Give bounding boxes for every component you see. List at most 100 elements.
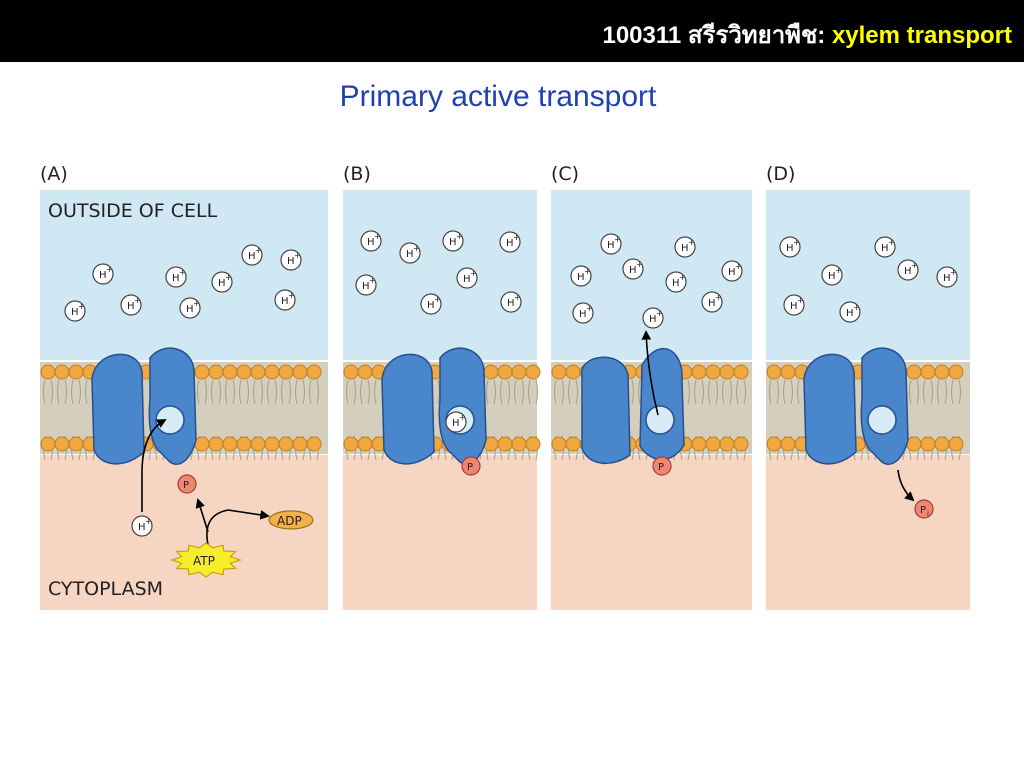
- proton-ion: H+: [897, 259, 919, 281]
- proton-ion: H+: [500, 291, 522, 313]
- svg-text:H: H: [786, 243, 794, 254]
- course-topic: xylem transport: [831, 22, 1012, 49]
- svg-text:H: H: [607, 240, 615, 251]
- panel-a: (A) OUTSIDE OF CELL CYTOPLASM: [40, 163, 328, 610]
- svg-text:+: +: [950, 268, 957, 277]
- phosphorylation-arrow: [195, 498, 209, 533]
- svg-text:+: +: [614, 235, 621, 244]
- svg-text:i: i: [927, 510, 929, 518]
- proton-ion: H+: [92, 263, 114, 285]
- proton-ion: H+: [131, 515, 153, 537]
- panel-b: (B): [343, 163, 537, 610]
- svg-text:+: +: [853, 303, 860, 312]
- svg-text:+: +: [793, 238, 800, 247]
- svg-text:H: H: [138, 522, 146, 533]
- svg-text:H: H: [71, 307, 79, 318]
- panel-label: (B): [343, 163, 371, 185]
- outside-region: [343, 190, 537, 360]
- proton-pump-protein: [803, 347, 909, 465]
- panel-label: (D): [766, 163, 795, 185]
- svg-text:H: H: [452, 418, 460, 429]
- course-code: 100311 สรีรวิทยาพืช:: [602, 22, 826, 49]
- svg-text:H: H: [672, 278, 680, 289]
- binding-pocket: [645, 405, 675, 435]
- svg-text:H: H: [828, 271, 836, 282]
- svg-text:+: +: [179, 268, 186, 277]
- svg-text:P: P: [658, 462, 664, 473]
- svg-text:P: P: [467, 462, 473, 473]
- svg-text:H: H: [881, 243, 889, 254]
- svg-text:P: P: [183, 480, 189, 491]
- svg-text:H: H: [943, 273, 951, 284]
- header-bar: 100311 สรีรวิทยาพืช: xylem transport: [0, 0, 1024, 62]
- proton-ion: H+: [420, 293, 442, 315]
- svg-text:+: +: [288, 291, 295, 300]
- proton-ion: H+: [674, 236, 696, 258]
- proton-ion: H+: [241, 244, 263, 266]
- svg-text:+: +: [456, 232, 463, 241]
- proton-ion: H+: [179, 297, 201, 319]
- proton-ion: H+: [572, 302, 594, 324]
- proton-ion: H+: [165, 266, 187, 288]
- svg-text:+: +: [679, 273, 686, 282]
- svg-text:H: H: [449, 237, 457, 248]
- svg-text:+: +: [106, 265, 113, 274]
- svg-text:H: H: [649, 314, 657, 325]
- svg-text:H: H: [218, 278, 226, 289]
- svg-text:+: +: [413, 244, 420, 253]
- svg-text:H: H: [728, 267, 736, 278]
- binding-pocket: [155, 405, 185, 435]
- svg-text:ATP: ATP: [193, 554, 215, 568]
- phosphate-group: P: [461, 456, 481, 476]
- proton-ion: H+: [721, 260, 743, 282]
- cytoplasm-region: [551, 455, 752, 610]
- proton-ion: H+: [64, 300, 86, 322]
- phosphate-group: P: [177, 474, 197, 494]
- svg-text:H: H: [172, 273, 180, 284]
- proton-ion: H+: [445, 411, 467, 433]
- atp-to-adp-arrow: [206, 509, 270, 546]
- proton-ion: H+: [442, 230, 464, 252]
- adp-molecule: ADP: [268, 510, 314, 530]
- proton-ion: H+: [821, 264, 843, 286]
- proton-ion: H+: [600, 233, 622, 255]
- svg-text:H: H: [904, 266, 912, 277]
- proton-ion: H+: [622, 258, 644, 280]
- svg-text:H: H: [506, 238, 514, 249]
- svg-text:+: +: [636, 260, 643, 269]
- proton-ion: H+: [779, 236, 801, 258]
- svg-text:H: H: [507, 298, 515, 309]
- svg-text:+: +: [459, 413, 466, 422]
- svg-text:+: +: [586, 304, 593, 313]
- proton-entry-arrow: [141, 419, 167, 512]
- panel-label: (C): [551, 163, 579, 185]
- cytoplasm-region: [343, 455, 537, 610]
- proton-ion: H+: [355, 274, 377, 296]
- svg-text:+: +: [911, 261, 918, 270]
- svg-text:H: H: [846, 308, 854, 319]
- svg-text:+: +: [715, 293, 722, 302]
- proton-ion: H+: [456, 267, 478, 289]
- proton-ion: H+: [839, 301, 861, 323]
- svg-text:+: +: [656, 309, 663, 318]
- proton-ion: H+: [665, 271, 687, 293]
- svg-text:H: H: [99, 270, 107, 281]
- svg-text:+: +: [584, 267, 591, 276]
- svg-text:+: +: [145, 517, 152, 526]
- panel-label: (A): [40, 163, 68, 185]
- proton-ion: H+: [701, 291, 723, 313]
- svg-text:+: +: [470, 269, 477, 278]
- svg-text:+: +: [835, 266, 842, 275]
- outside-region: [766, 190, 970, 360]
- proton-ion: H+: [499, 231, 521, 253]
- svg-text:+: +: [797, 296, 804, 305]
- svg-text:H: H: [629, 265, 637, 276]
- svg-text:+: +: [735, 262, 742, 271]
- phosphate-release-arrow: [897, 469, 915, 502]
- proton-ion: H+: [120, 294, 142, 316]
- binding-pocket: [867, 405, 897, 435]
- svg-text:+: +: [225, 273, 232, 282]
- svg-text:+: +: [434, 295, 441, 304]
- proton-ion: H+: [936, 266, 958, 288]
